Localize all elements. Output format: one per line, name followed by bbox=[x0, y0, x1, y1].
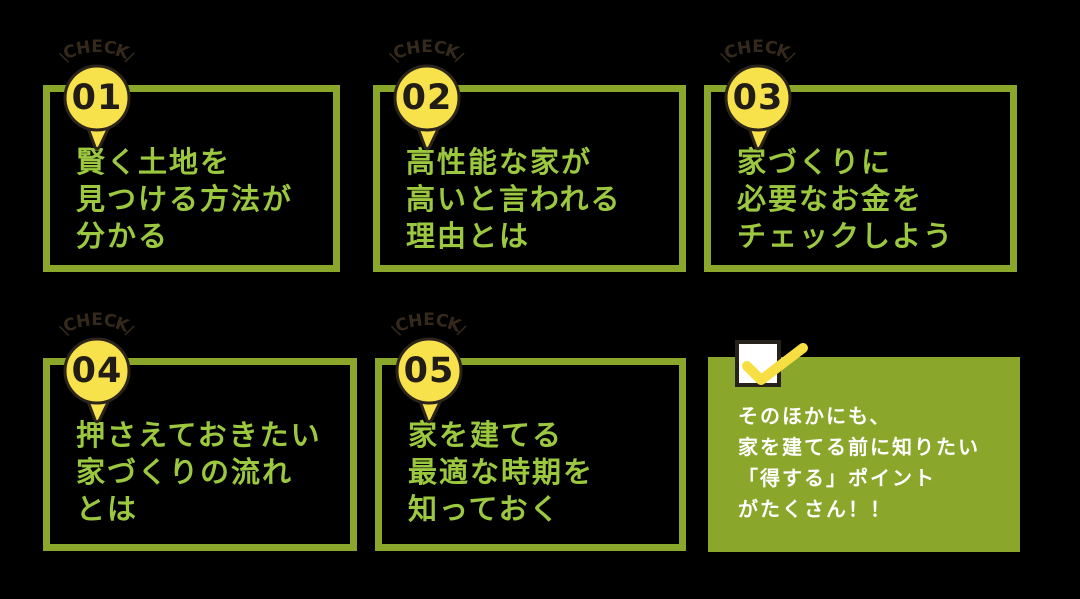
card-text-line: 知っておく bbox=[408, 492, 561, 526]
card-text-line: 分かる bbox=[76, 219, 170, 253]
card-text-line: 賢く土地を bbox=[76, 145, 232, 179]
check-decor-right-icon: / bbox=[452, 48, 467, 67]
card-text-line: 必要なお金を bbox=[737, 182, 924, 216]
card-text: 高性能な家が 高いと言われる 理由とは bbox=[380, 92, 679, 255]
card-text-line: 家づくりの流れ bbox=[76, 455, 294, 489]
promo-box: そのほかにも、 家を建てる前に知りたい 「得する」ポイント がたくさん！！ bbox=[708, 340, 1020, 552]
card-text-line: とは bbox=[76, 492, 139, 526]
check-decor-left-icon: \ bbox=[387, 48, 402, 67]
promo-text-line: 家を建てる前に知りたい bbox=[738, 435, 980, 459]
card-text-line: チェックしよう bbox=[737, 219, 955, 253]
promo-text: そのほかにも、 家を建てる前に知りたい 「得する」ポイント がたくさん！！ bbox=[708, 357, 1020, 525]
checkmark-icon bbox=[742, 343, 808, 385]
check-decor-right-icon: / bbox=[783, 48, 798, 67]
checkbox-check-icon bbox=[735, 340, 808, 387]
check-decor-left-icon: \ bbox=[718, 48, 733, 67]
check-decor-right-icon: / bbox=[122, 321, 137, 340]
check-decor-right-icon: / bbox=[454, 321, 469, 340]
promo-text-line: そのほかにも、 bbox=[738, 404, 892, 428]
card-text: 家を建てる 最適な時期を 知っておく bbox=[382, 365, 679, 528]
promo-text-line: がたくさん！！ bbox=[738, 497, 892, 521]
card-text-line: 理由とは bbox=[406, 219, 531, 253]
card-text-line: 家づくりに bbox=[737, 145, 893, 179]
card-text-line: 押さえておきたい bbox=[76, 418, 322, 452]
card-text: 賢く土地を 見つける方法が 分かる bbox=[50, 92, 333, 255]
card-text: 押さえておきたい 家づくりの流れ とは bbox=[50, 365, 350, 528]
promo-text-line: 「得する」ポイント bbox=[738, 466, 936, 490]
check-decor-right-icon: / bbox=[122, 48, 137, 67]
card-text-line: 家を建てる bbox=[408, 418, 564, 452]
check-decor-left-icon: \ bbox=[389, 321, 404, 340]
check-decor-left-icon: \ bbox=[57, 48, 72, 67]
check-decor-left-icon: \ bbox=[57, 321, 72, 340]
card-text-line: 高いと言われる bbox=[406, 182, 622, 216]
card-text-line: 高性能な家が bbox=[406, 145, 593, 179]
card-text-line: 最適な時期を bbox=[408, 455, 595, 489]
card-text: 家づくりに 必要なお金を チェックしよう bbox=[711, 92, 1010, 255]
card-text-line: 見つける方法が bbox=[76, 182, 294, 216]
